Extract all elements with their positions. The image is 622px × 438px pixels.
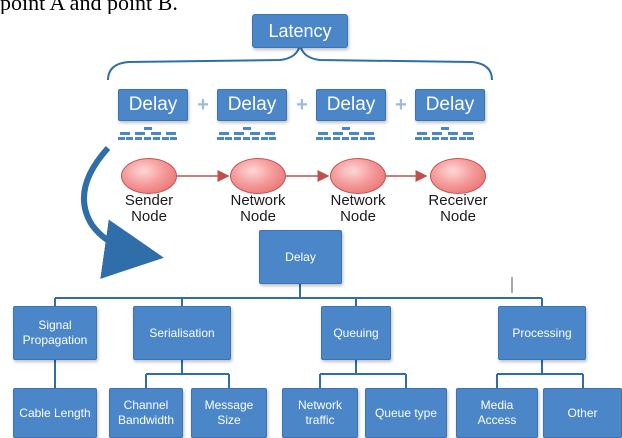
leaf-cable-length: Cable Length bbox=[13, 388, 97, 438]
latency-box: Latency bbox=[252, 14, 348, 48]
tree-connectors bbox=[54, 284, 584, 388]
plus-sign-1: + bbox=[197, 94, 209, 116]
plus-sign-2: + bbox=[296, 94, 308, 116]
delay-term-4: Delay bbox=[415, 89, 485, 121]
delay-term-1: Delay bbox=[118, 89, 188, 121]
latency-brace bbox=[107, 43, 493, 81]
mini-tree-icon-3 bbox=[316, 127, 375, 140]
category-queuing: Queuing bbox=[321, 306, 391, 360]
category-processing: Processing bbox=[498, 306, 586, 360]
curved-arrow bbox=[81, 145, 164, 279]
mini-tree-icon-2 bbox=[217, 127, 276, 140]
caption-text: point A and point B. bbox=[0, 0, 178, 14]
receiver-node-circle bbox=[430, 158, 486, 194]
mini-tree-icon-1 bbox=[118, 127, 177, 140]
network-node-2-circle bbox=[330, 158, 386, 194]
sender-node-circle bbox=[121, 158, 177, 194]
plus-sign-3: + bbox=[395, 94, 407, 116]
leaf-queue-type: Queue type bbox=[365, 388, 447, 438]
mini-tree-icon-4 bbox=[415, 127, 474, 140]
tree-root-delay: Delay bbox=[259, 230, 342, 284]
leaf-other: Other bbox=[543, 388, 622, 438]
delay-term-3: Delay bbox=[316, 89, 386, 121]
delay-term-2: Delay bbox=[217, 89, 287, 121]
category-serialisation: Serialisation bbox=[133, 306, 231, 360]
network-node-1-circle bbox=[230, 158, 286, 194]
